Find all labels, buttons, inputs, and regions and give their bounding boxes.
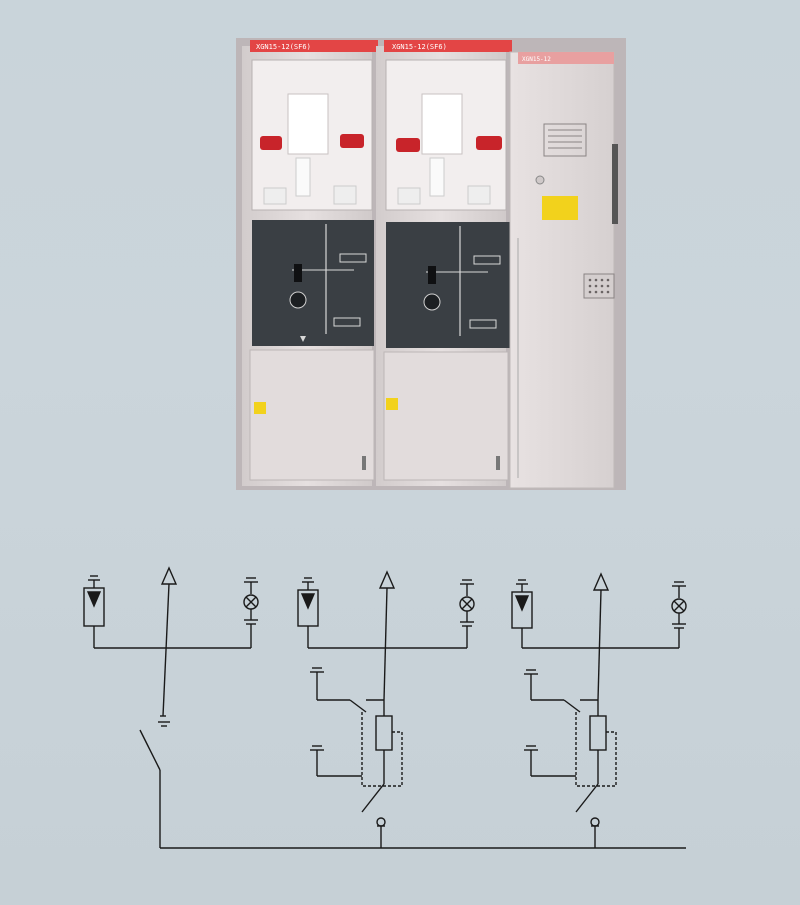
ground-icon [524,745,576,777]
fuse-icon [589,700,607,784]
arrester-icon [511,579,533,648]
warning-label-2 [386,398,398,410]
control-panel-2 [386,222,510,348]
unit-fuse-2 [511,572,687,848]
fuse-1b [340,134,364,148]
fuse-2a [396,138,420,152]
cabinet-unit-1: XGN15-12(SF6) [242,40,378,486]
fuse-icon [375,700,393,784]
outgoing-arrow-icon [592,572,610,701]
arrester-icon [297,577,319,648]
unit-incoming [83,566,259,848]
vent-grille-top [543,123,587,157]
switch-icon [575,783,600,848]
ground-icon [524,669,581,713]
ground-icon [310,745,362,777]
outgoing-arrow-icon [378,570,396,701]
panel-header-2 [384,40,512,52]
warning-label-1 [254,402,266,414]
cabinet-unit-3: XGN15-12 [509,51,618,489]
fuse-2b [476,136,502,150]
fuse-1a [260,136,282,150]
outgoing-arrow-icon [160,566,178,717]
panel-header-3 [518,52,614,64]
panel-label-2: XGN15-12(SF6) [392,43,447,51]
indicator-lamp-icon [243,577,259,648]
panel-label-1: XGN15-12(SF6) [256,43,311,51]
switchgear-cabinet-photo: XGN15-12(SF6) XGN [236,38,626,490]
switch-icon [361,783,386,848]
cabinet-unit-2: XGN15-12(SF6) [376,40,512,486]
warning-label-3 [542,196,578,220]
ground-icon [310,667,367,713]
single-line-diagram [83,566,687,849]
arrester-icon [83,575,105,648]
vent-grille-bottom [583,273,615,299]
indicator-lamp-icon [671,581,687,648]
unit-fuse-1 [297,570,475,848]
panel-header-1 [250,40,378,52]
panel-label-3: XGN15-12 [522,56,551,63]
ground-icon [158,715,170,727]
control-panel-1 [252,220,374,346]
switch-icon [139,729,161,848]
indicator-lamp-icon [459,579,475,648]
